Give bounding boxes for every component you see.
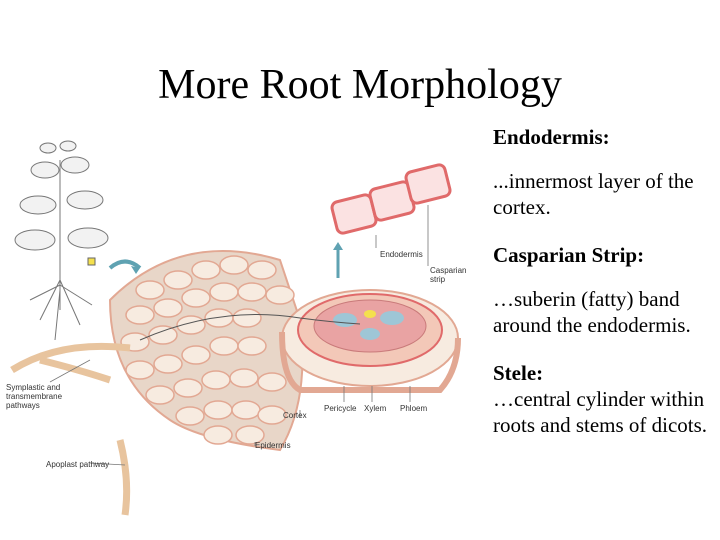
casparian-heading: Casparian Strip: [493,243,645,267]
endodermis-label: Endodermis [380,250,423,259]
root-cross-section-figure: Endodermis Casparian strip Symplastic an… [0,120,480,530]
plant-sketch [14,140,109,341]
phloem-label: Phloem [400,404,428,413]
symplastic-label: Symplastic and transmembrane pathways [6,383,63,410]
endodermis-heading: Endodermis: [493,125,610,149]
casparian-label: Casparian strip [430,266,467,284]
epidermis-label: Epidermis [255,441,291,450]
pericycle-label: Pericycle [324,404,357,413]
symplastic-path [139,314,361,341]
stele-cross-section [279,289,461,393]
root-strands [10,342,131,516]
endodermis-cells-zoom [330,163,452,235]
stele-heading: Stele: [493,361,544,385]
endodermis-definition: ...innermost layer of the cortex. [493,169,694,219]
cortex-label: Cortex [283,411,307,420]
xylem-label: Xylem [364,404,387,413]
root-diagram [10,140,461,516]
zoom-arrow [108,259,142,270]
leader-lines [49,205,429,466]
highlight-box [87,257,96,266]
definitions-panel: Endodermis: ...innermost layer of the co… [493,124,715,438]
apoplast-label: Apoplast pathway [46,460,110,469]
cortex-block [108,250,304,452]
casparian-definition: …suberin (fatty) band around the endoder… [493,287,691,337]
slide-title: More Root Morphology [158,62,562,108]
stele-definition: …central cylinder within roots and stems… [493,387,708,437]
